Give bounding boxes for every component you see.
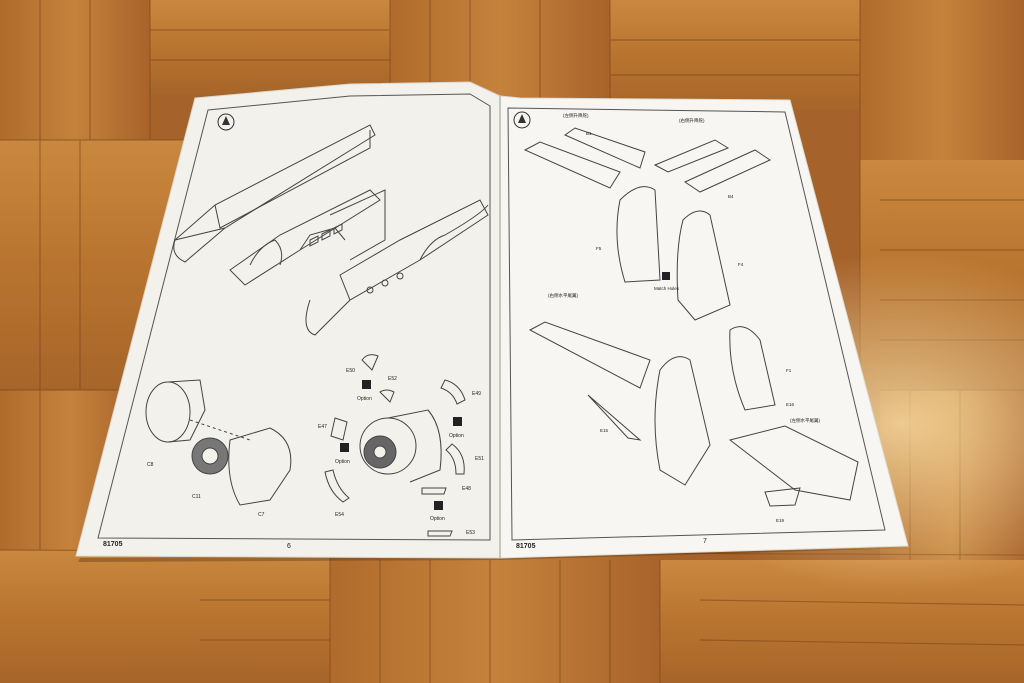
callout-f1: F1: [786, 368, 792, 373]
option-label-4: Option: [430, 516, 445, 522]
callout-e53: E53: [466, 530, 475, 536]
header-right-elevator: (右侧升降舵): [679, 117, 705, 124]
left-page: Option Option Option Option E50 E52 E47 …: [75, 81, 501, 559]
header-left-stab: (左侧水平尾翼): [790, 417, 820, 424]
callout-e48: E48: [462, 486, 471, 492]
right-page: Match Holes (左侧升降舵) (右侧升降舵) (右侧水平尾翼) (左侧…: [499, 95, 909, 559]
callout-b1: B1: [586, 131, 592, 136]
callout-e52: E52: [388, 376, 397, 382]
header-right-stab: (右侧水平尾翼): [548, 292, 578, 299]
match-holes-label: Match Holes: [654, 286, 680, 291]
option-label-3: Option: [449, 433, 464, 439]
callout-c8: C8: [147, 462, 154, 468]
option-markers: [340, 380, 462, 510]
left-kit-number: 81705: [103, 541, 123, 548]
callout-e54: E54: [335, 512, 344, 518]
callout-e47: E47: [318, 424, 327, 430]
callout-c11: C11: [192, 494, 201, 500]
callout-e49: E49: [472, 391, 481, 397]
option-label-2: Option: [335, 459, 350, 465]
callout-c7: C7: [258, 512, 265, 518]
left-page-number: 6: [287, 543, 291, 550]
callout-e19: E19: [776, 518, 785, 523]
callout-e16: E16: [786, 402, 795, 407]
match-holes-icon: [662, 272, 670, 280]
engine-diagram: [145, 354, 466, 537]
right-kit-number: 81705: [516, 543, 536, 550]
callout-f4: F4: [738, 262, 744, 267]
callout-f5: F5: [596, 246, 602, 251]
stabilizer-diagram: [523, 127, 859, 507]
right-page-number: 7: [703, 538, 707, 545]
callout-e15: E15: [600, 428, 609, 433]
callout-e50: E50: [346, 368, 355, 374]
option-label-1: Option: [357, 396, 372, 402]
callout-e51: E51: [475, 456, 484, 462]
callout-b4: B4: [728, 194, 734, 199]
header-left-elevator: (左侧升降舵): [563, 112, 589, 119]
fuselage-diagram: [173, 124, 489, 336]
